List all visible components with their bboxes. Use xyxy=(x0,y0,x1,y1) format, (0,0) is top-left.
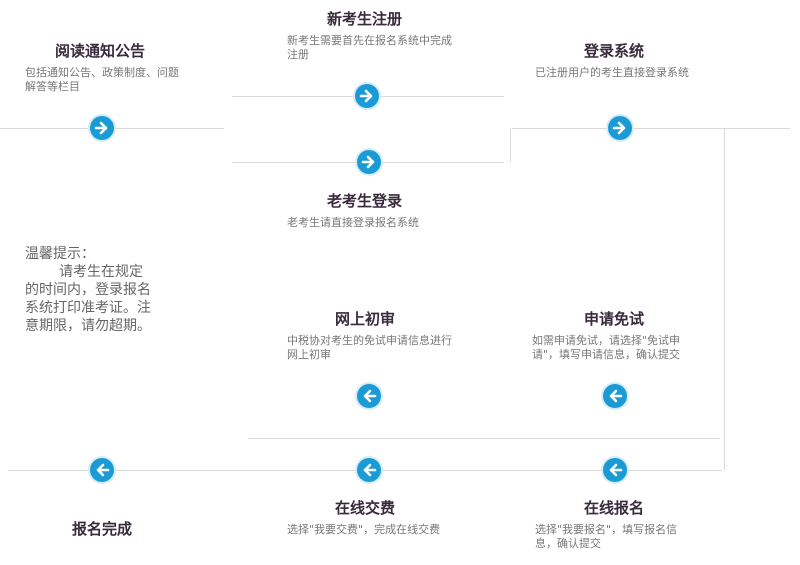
step-pay-online-desc: 选择"我要交费"，完成在线交费 xyxy=(287,523,441,536)
arrow-right-icon-read-notice xyxy=(90,116,114,140)
arrow-right-icon-old-login xyxy=(357,150,381,174)
step-register-online-title: 在线报名 xyxy=(584,499,645,517)
arrow-left-icon-apply-exempt xyxy=(603,384,627,408)
arrow-left-icon-pay-online xyxy=(357,458,381,482)
step-old-login-title: 老考生登录 xyxy=(327,192,403,210)
step-read-notice-desc: 包括通知公告、政策制度、问题解答等栏目 xyxy=(25,66,179,93)
step-new-register-desc: 新考生需要首先在报名系统中完成注册 xyxy=(287,34,452,61)
step-register-online-desc: 选择"我要报名"，填写报名信息，确认提交 xyxy=(535,523,678,550)
step-done-title: 报名完成 xyxy=(72,520,133,538)
tip-body: 请考生在规定的时间内，登录报名系统打印准考证。注意期限，请勿超期。 xyxy=(25,264,151,334)
connector-line-mid-riser xyxy=(510,128,511,162)
step-online-review-desc: 中税协对考生的免试申请信息进行网上初审 xyxy=(287,334,452,361)
step-login-title: 登录系统 xyxy=(584,42,645,60)
tip-heading: 温馨提示： xyxy=(25,246,95,262)
connector-line-right-top xyxy=(512,128,790,129)
step-pay-online-title: 在线交费 xyxy=(335,499,396,517)
arrow-left-icon-done xyxy=(90,458,114,482)
step-new-register-title: 新考生注册 xyxy=(327,10,403,28)
step-login-desc: 已注册用户的考生直接登录系统 xyxy=(535,66,689,79)
connector-line-lower-riser xyxy=(724,128,725,470)
arrow-right-icon-login xyxy=(608,116,632,140)
arrow-right-icon-new-register xyxy=(355,84,379,108)
tip-box: 温馨提示： 请考生在规定的时间内，登录报名系统打印准考证。注意期限，请勿超期。 xyxy=(25,245,155,335)
step-apply-exempt-desc: 如需申请免试，请选择"免试申请"，填写申请信息，确认提交 xyxy=(532,334,681,361)
arrow-left-icon-online-review xyxy=(357,384,381,408)
connector-line-lower-top xyxy=(248,438,720,439)
step-old-login-desc: 老考生请直接登录报名系统 xyxy=(287,216,419,229)
step-read-notice-title: 阅读通知公告 xyxy=(55,42,146,60)
arrow-left-icon-register-online xyxy=(603,458,627,482)
step-apply-exempt-title: 申请免试 xyxy=(584,310,645,328)
step-online-review-title: 网上初审 xyxy=(335,310,396,328)
